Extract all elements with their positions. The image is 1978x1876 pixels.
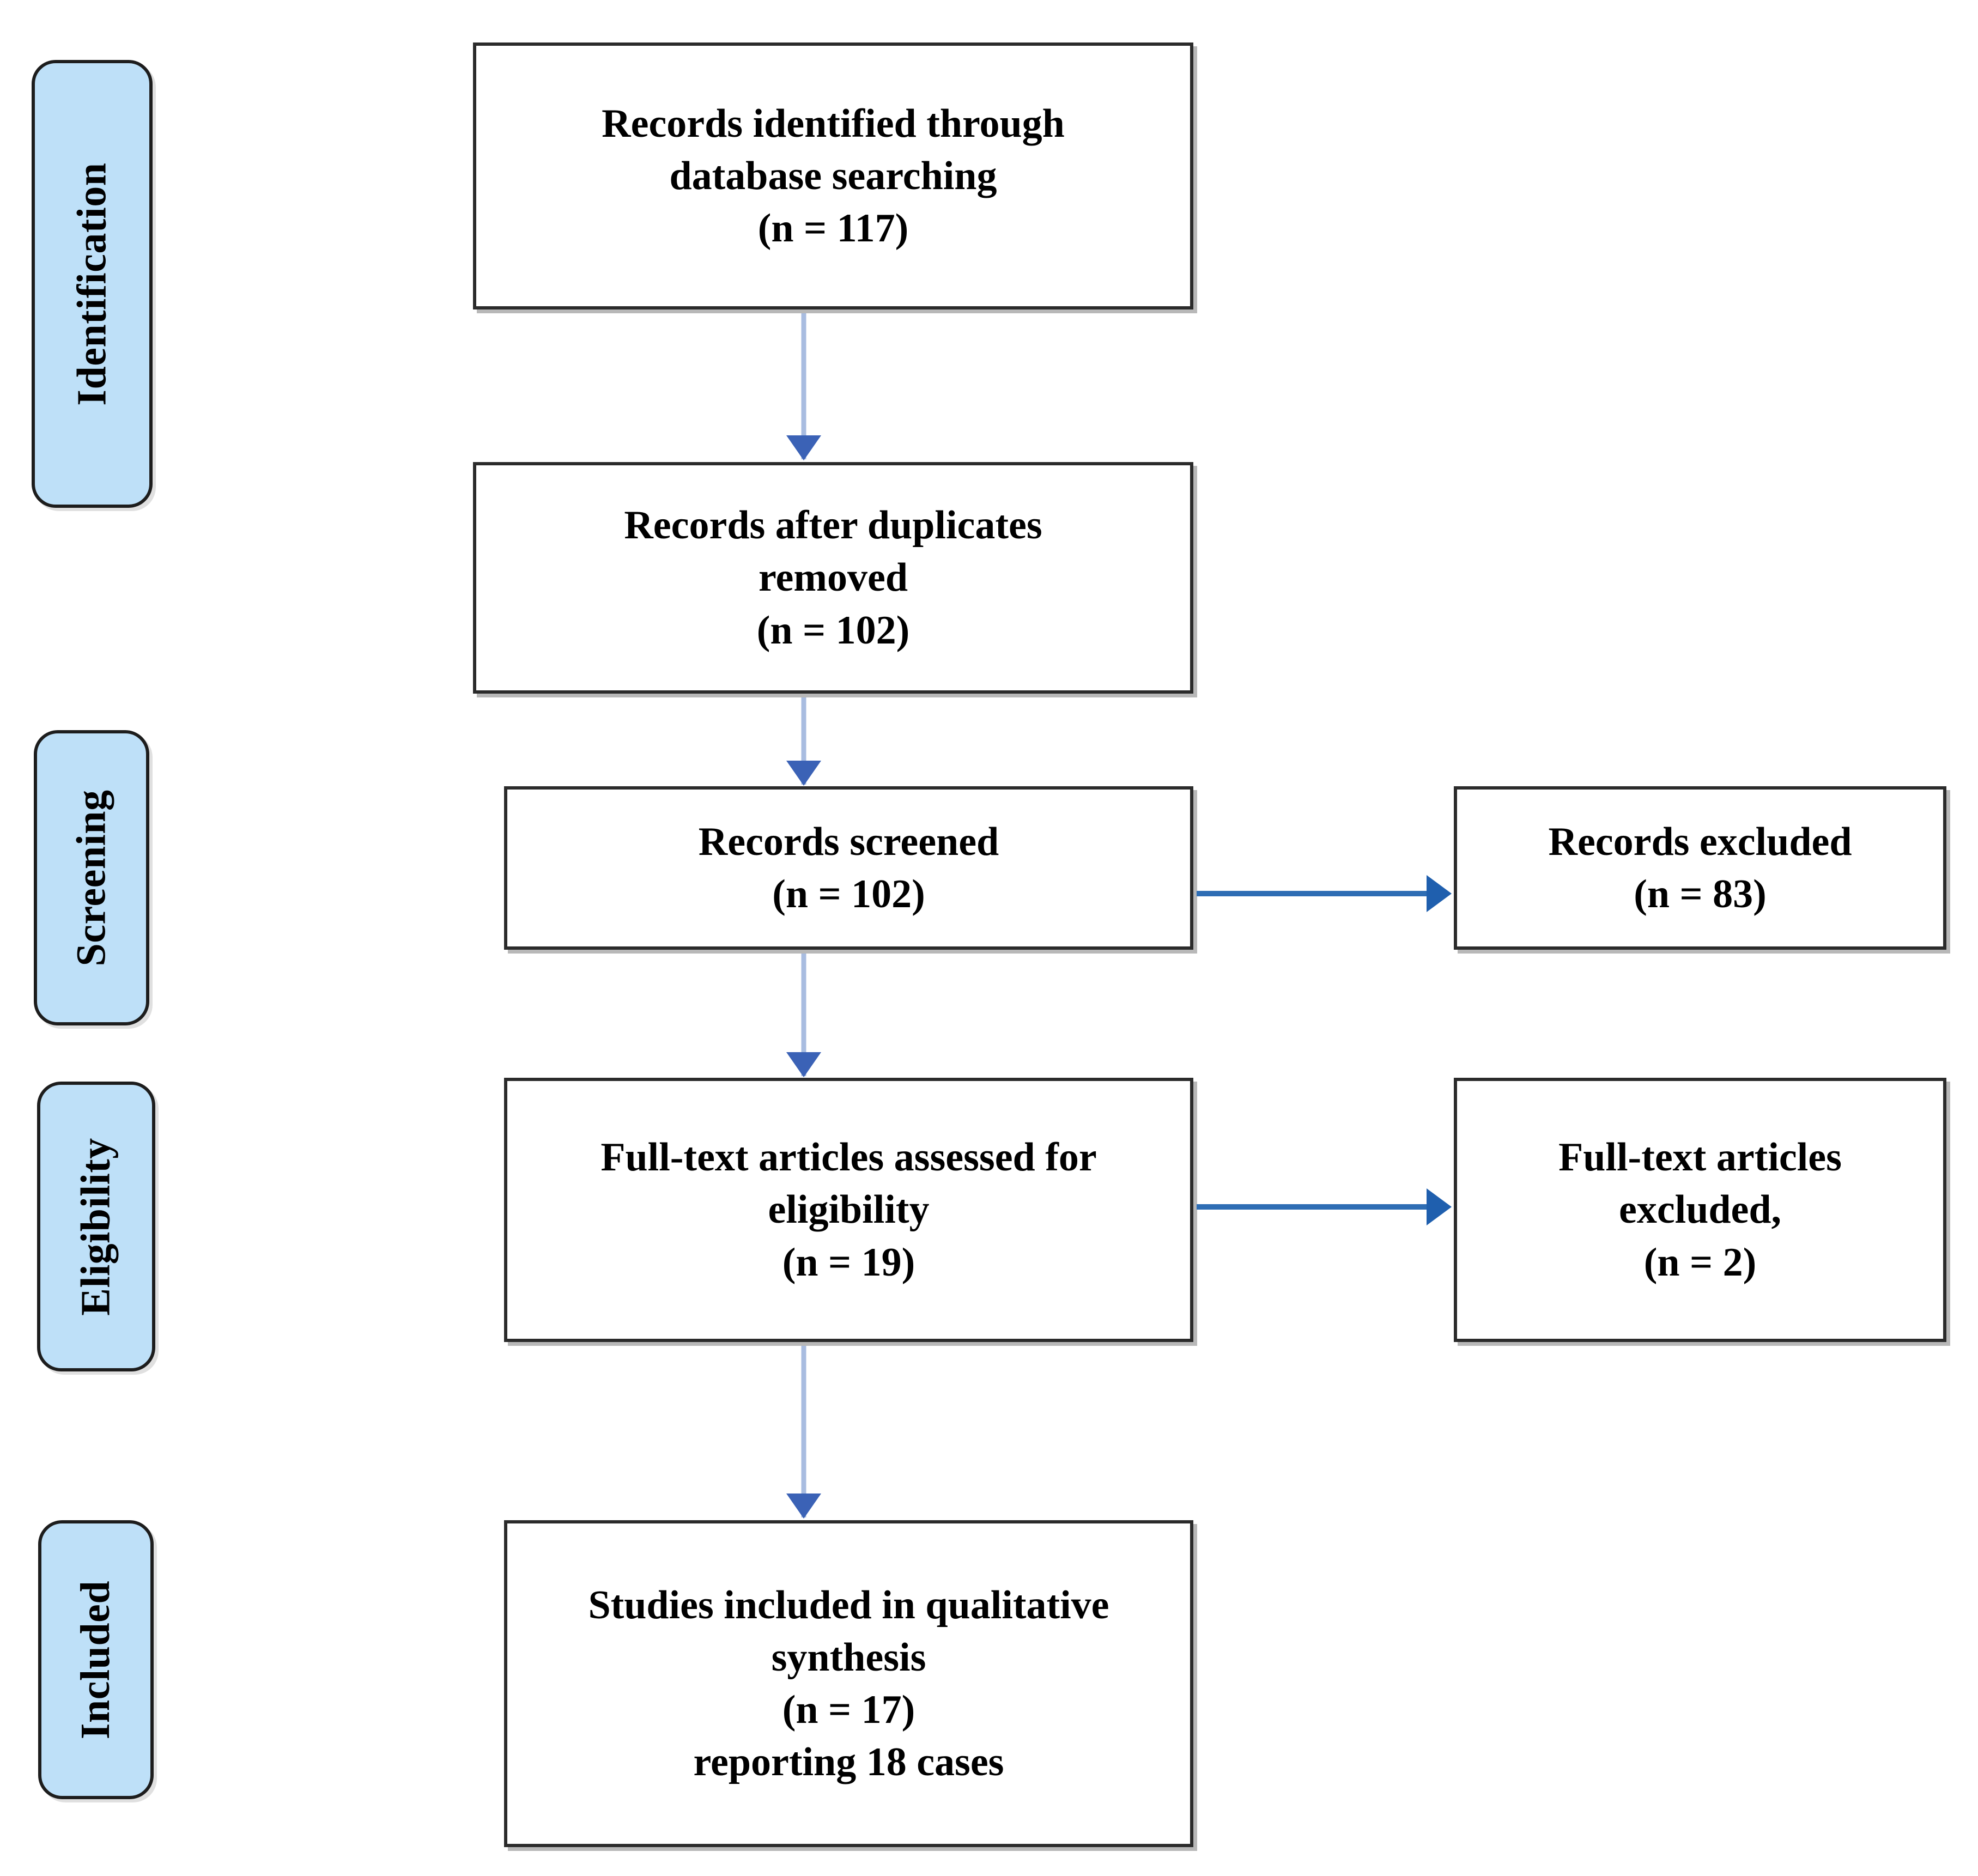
flow-box-records-excluded-text: Records excluded (n = 83): [1548, 819, 1852, 916]
stage-tab-screening-label: Screening: [68, 790, 114, 966]
arrow-shaft: [801, 313, 806, 459]
arrow-head-down-icon: [786, 1493, 821, 1519]
flow-box-records-identified: Records identified through database sear…: [473, 43, 1193, 309]
stage-tab-eligibility-label: Eligibility: [73, 1137, 119, 1316]
flow-box-fulltext-assessed-text: Full-text articles assessed for eligibil…: [600, 1135, 1097, 1285]
arrow-head-down-icon: [786, 1052, 821, 1077]
flow-box-fulltext-excluded-text: Full-text articles excluded, (n = 2): [1558, 1135, 1842, 1285]
arrow-shaft: [1197, 891, 1431, 896]
stage-tab-eligibility: Eligibility: [37, 1082, 155, 1371]
flow-box-fulltext-excluded: Full-text articles excluded, (n = 2): [1454, 1078, 1946, 1342]
flow-box-records-excluded: Records excluded (n = 83): [1454, 786, 1946, 950]
arrow-shaft: [801, 697, 806, 785]
stage-tab-screening: Screening: [34, 730, 149, 1025]
arrow-head-down-icon: [786, 435, 821, 460]
arrow-shaft: [1197, 1204, 1431, 1210]
flow-box-records-after-duplicates-text: Records after duplicates removed (n = 10…: [624, 503, 1042, 653]
flow-box-studies-included-text: Studies included in qualitative synthesi…: [588, 1582, 1109, 1785]
flow-box-records-after-duplicates: Records after duplicates removed (n = 10…: [473, 462, 1193, 694]
flow-box-records-screened-text: Records screened (n = 102): [698, 819, 999, 916]
arrow-head-right-icon: [1427, 1188, 1452, 1225]
arrow-shaft: [801, 954, 806, 1076]
arrow-shaft: [801, 1346, 806, 1517]
flow-box-records-screened: Records screened (n = 102): [504, 786, 1193, 950]
flow-box-records-identified-text: Records identified through database sear…: [602, 101, 1065, 251]
stage-tab-identification-label: Identification: [69, 162, 115, 406]
arrow-head-down-icon: [786, 761, 821, 786]
stage-tab-included-label: Included: [72, 1580, 119, 1739]
flow-box-studies-included: Studies included in qualitative synthesi…: [504, 1520, 1193, 1847]
flow-box-fulltext-assessed: Full-text articles assessed for eligibil…: [504, 1078, 1193, 1342]
arrow-head-right-icon: [1427, 875, 1452, 912]
stage-tab-included: Included: [38, 1520, 154, 1799]
stage-tab-identification: Identification: [32, 60, 153, 508]
